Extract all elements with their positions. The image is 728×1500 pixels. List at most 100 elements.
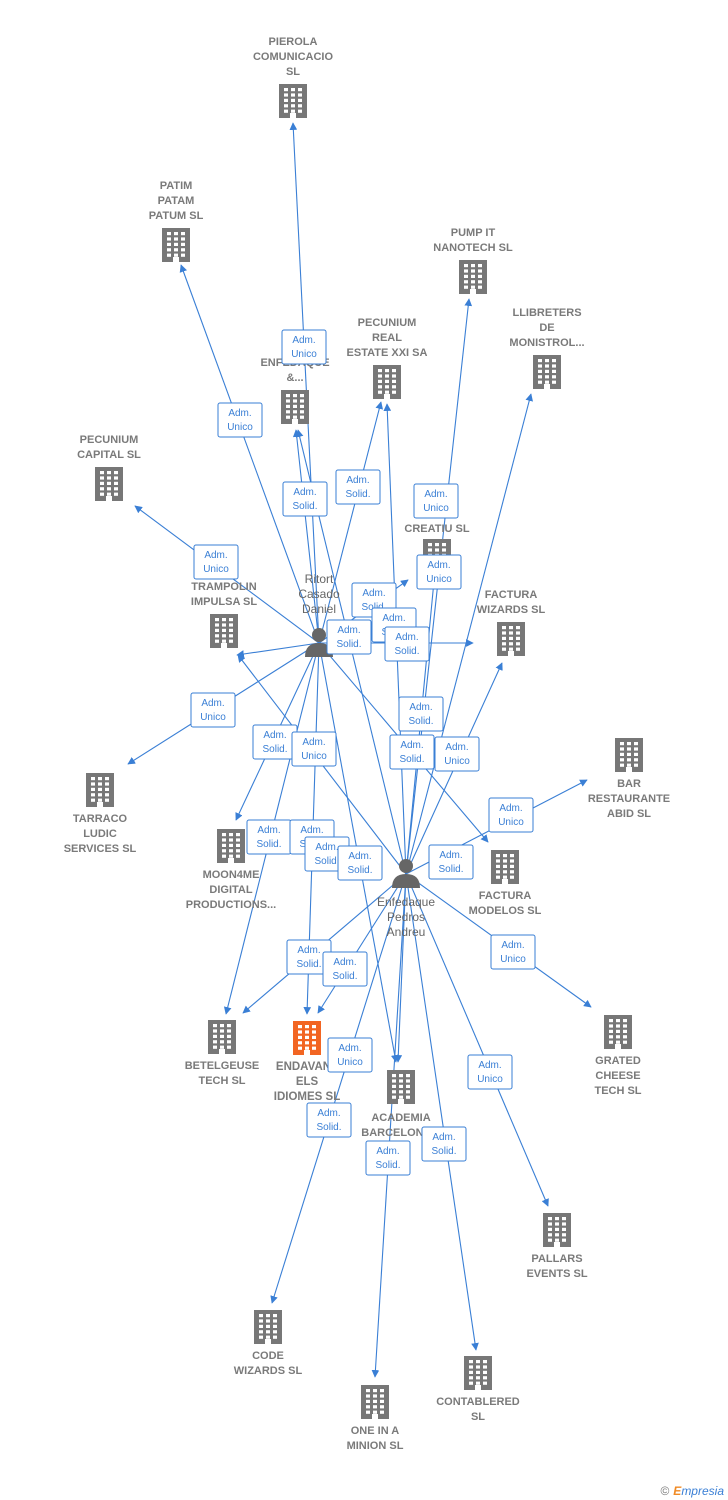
node-label-line: ONE IN A (351, 1425, 400, 1437)
edge-ritort-patim (179, 264, 320, 644)
role-text: Solid. (431, 1146, 456, 1157)
node-label-line: WIZARDS SL (234, 1365, 303, 1377)
role-text: Solid. (256, 839, 281, 850)
role-badge-r18[interactable]: Adm. Solid. (246, 819, 292, 855)
role-text: Unico (500, 954, 526, 965)
role-badge-r30[interactable]: Adm. Solid. (421, 1126, 467, 1162)
role-badge-r4[interactable]: Adm.Solid. (335, 469, 381, 505)
role-badge-r23[interactable]: Adm.Solid. (428, 844, 474, 880)
role-badge-r31[interactable]: Adm.Unico (327, 1037, 373, 1073)
role-badge-r22[interactable]: Adm.Solid. (337, 845, 383, 881)
role-badge-r3[interactable]: Adm.Solid. (282, 481, 328, 517)
node-label-line: PALLARS (531, 1253, 582, 1265)
role-text: Adm. (257, 825, 280, 836)
person-icon (392, 859, 420, 888)
role-text: Adm. (348, 851, 371, 862)
role-badge-r17[interactable]: Adm.Unico (434, 736, 480, 772)
role-badge-r15[interactable]: Adm.Solid. (389, 734, 435, 770)
role-text: Adm. (300, 825, 323, 836)
role-badge-r26[interactable]: Adm.Solid. (322, 951, 368, 987)
building-icon (497, 622, 525, 656)
role-badge-frame (282, 481, 328, 517)
role-text: Solid. (316, 1122, 341, 1133)
building-icon (210, 614, 238, 648)
role-badge-r28[interactable]: Adm. Solid. (306, 1102, 352, 1138)
role-text: Adm. (424, 489, 447, 500)
node-label-line: LLIBRETERS (512, 307, 581, 319)
node-oneina[interactable]: ONE IN A MINION SL (347, 1385, 404, 1452)
role-badge-r24[interactable]: Adm.Unico (490, 934, 536, 970)
role-text: Adm. (297, 945, 320, 956)
role-badge-r6[interactable]: Adm.Unico (193, 544, 239, 580)
role-text: Adm. (432, 1132, 455, 1143)
node-academia[interactable]: ACADEMIABARCELONA... (361, 1070, 441, 1139)
role-badge-r7[interactable]: Adm.Unico (416, 554, 462, 590)
role-text: Unico (444, 756, 470, 767)
role-text: Adm. (400, 740, 423, 751)
role-text: Solid. (262, 744, 287, 755)
node-enfedaque_co[interactable]: R...ENFEDAQUE&... (260, 342, 330, 424)
building-icon (208, 1020, 236, 1054)
node-label-line: Pedros (387, 910, 425, 924)
building-icon (217, 829, 245, 863)
role-text: Adm. (338, 1043, 361, 1054)
role-text: Unico (426, 574, 452, 585)
edge-ritort-enfedaque_co (292, 429, 320, 644)
node-moon4me[interactable]: MOON4MEDIGITALPRODUCTIONS... (186, 829, 276, 911)
role-text: Adm. (395, 632, 418, 643)
role-text: Solid. (336, 639, 361, 650)
edge-ritort-trampolin (236, 642, 320, 658)
role-text: Adm. (317, 1108, 340, 1119)
role-badge-frame (190, 692, 236, 728)
node-label-line: SERVICES SL (64, 843, 137, 855)
node-label-line: CREATIU SL (404, 523, 469, 535)
role-badge-r12[interactable]: Adm.Unico (190, 692, 236, 728)
node-label-line: CAPITAL SL (77, 449, 141, 461)
role-badge-r27[interactable]: Adm.Unico (467, 1054, 513, 1090)
role-badge-r5[interactable]: Adm.Unico (413, 483, 459, 519)
node-label-line: BETELGEUSE (185, 1060, 260, 1072)
role-badge-r1[interactable]: Adm.Unico (281, 329, 327, 365)
node-label-line: TECH SL (198, 1075, 245, 1087)
building-icon (387, 1070, 415, 1104)
role-badge-r29[interactable]: Adm.Solid. (365, 1140, 411, 1176)
node-label-line: CHEESE (595, 1070, 640, 1082)
role-badge-r2[interactable]: Adm.Unico (217, 402, 263, 438)
role-badge-r20[interactable]: Adm.Unico (488, 797, 534, 833)
role-badge-frame (389, 734, 435, 770)
node-betelgeuse[interactable]: BETELGEUSE TECH SL (185, 1020, 260, 1087)
node-llibreters[interactable]: LLIBRETERSDEMONISTROL... (509, 307, 585, 389)
role-badge-frame (337, 845, 383, 881)
role-badge-frame (217, 402, 263, 438)
role-badge-r16[interactable]: Adm.Unico (291, 731, 337, 767)
node-label-line: Andreu (387, 925, 426, 939)
node-label-line: MINION SL (347, 1440, 404, 1452)
role-badge-r14[interactable]: Adm.Solid. (252, 724, 298, 760)
role-badge-r11[interactable]: Adm.Solid. (384, 626, 430, 662)
building-icon (162, 228, 190, 262)
empresia-credit[interactable]: ©Empresia (660, 1484, 724, 1498)
node-label-line: CONTABLERED (436, 1396, 520, 1408)
role-text: Unico (301, 751, 327, 762)
role-badge-r10[interactable]: Adm.Solid. (326, 619, 372, 655)
role-badge-r13[interactable]: Adm.Solid. (398, 696, 444, 732)
role-text: Adm. (478, 1060, 501, 1071)
